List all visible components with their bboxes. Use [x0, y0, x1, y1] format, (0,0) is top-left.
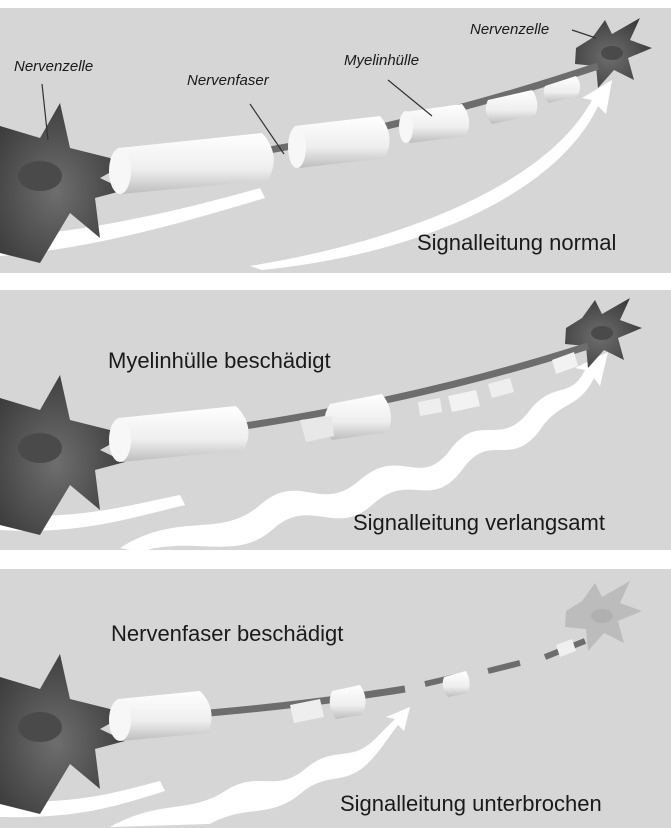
label-nerve-fiber: Nervenfaser [187, 72, 269, 89]
panel-fiber-damaged: Nervenfaser beschädigt Signalleitung unt… [0, 569, 671, 828]
label-myelin-sheath: Myelinhülle [344, 52, 419, 69]
caption-slowed: Signalleitung verlangsamt [353, 510, 605, 536]
label-nerve-cell-left: Nervenzelle [14, 58, 93, 75]
title-myelin-damaged: Myelinhülle beschädigt [108, 348, 331, 374]
caption-interrupted: Signalleitung unterbrochen [340, 791, 602, 817]
caption-normal: Signalleitung normal [417, 230, 616, 256]
nerve-cell-left [0, 654, 125, 814]
panel-myelin-damaged: Myelinhülle beschädigt Signalleitung ver… [0, 290, 671, 550]
label-nerve-cell-right: Nervenzelle [470, 21, 549, 38]
panel-normal-conduction: Nervenzelle Nervenfaser Myelinhülle Nerv… [0, 8, 671, 273]
title-fiber-damaged: Nervenfaser beschädigt [111, 621, 343, 647]
damaged-myelin-segments [109, 639, 576, 741]
fiber-damaged-illustration [0, 569, 671, 828]
